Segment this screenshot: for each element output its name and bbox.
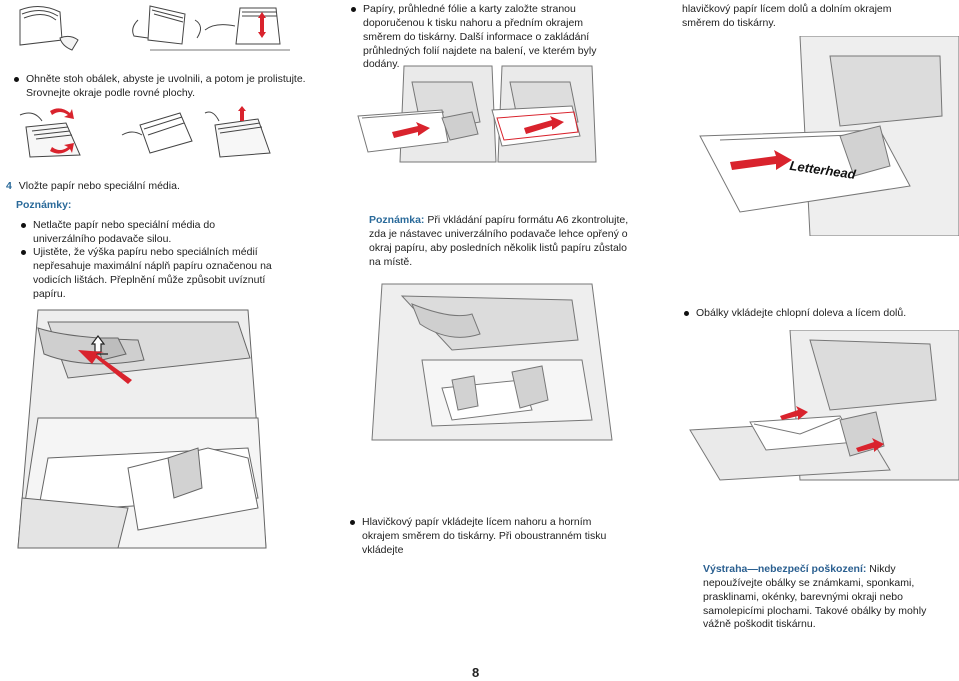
bullet-flex-envelopes: Ohněte stoh obálek, abyste je uvolnili, … [14,73,326,101]
bullet-paper-transparencies: Papíry, průhledné fólie a karty založte … [351,3,615,72]
warning-label: Výstraha—nebezpečí poškození: [703,563,867,575]
warning-damage: Výstraha—nebezpečí poškození: Nikdy nepo… [703,563,953,632]
letterhead-continued: hlavičkový papír lícem dolů a dolním okr… [682,3,892,29]
notes-label: Poznámky: [16,199,72,211]
note-a6-label: Poznámka: [369,214,425,226]
note-a6: Poznámka: Při vkládání papíru formátu A6… [369,214,631,269]
bullet-flex-text: Ohněte stoh obálek, abyste je uvolnili, … [26,73,306,99]
envelope-flex-illustration [19,106,271,158]
note2-text: Ujistěte, že výška papíru nebo speciální… [33,246,272,300]
step-4: 4 Vložte papír nebo speciální média. [6,180,180,194]
note-max-fill: Ujistěte, že výška papíru nebo speciální… [21,246,293,301]
envelope-text: Obálky vkládejte chlopní doleva a lícem … [696,307,907,319]
tray-limit-illustration [17,309,267,549]
warning-text: Nikdy nepoužívejte obálky se známkami, s… [703,563,927,631]
note-do-not-force: Netlačte papír nebo speciální média do u… [21,219,273,247]
load-paper-illustration [357,65,597,163]
note1-text: Netlačte papír nebo speciální média do u… [33,219,216,245]
page-number: 8 [472,665,480,680]
a6-tray-illustration [371,283,613,441]
bullet-envelopes: Obálky vkládejte chlopní doleva a lícem … [684,307,936,321]
letterhead-load-illustration: Letterhead [699,36,959,236]
envelope-load-illustration [689,330,959,481]
bullet-paper-text: Papíry, průhledné fólie a karty založte … [363,3,597,71]
step-number: 4 [6,180,12,192]
note-a6-text: Při vkládání papíru formátu A6 zkontrolu… [369,214,629,268]
step-text: Vložte papír nebo speciální média. [18,180,180,192]
paper-flex-illustration [19,5,290,51]
letterhead-text: Hlavičkový papír vkládejte lícem nahoru … [362,516,607,556]
bullet-letterhead: Hlavičkový papír vkládejte lícem nahoru … [350,516,612,558]
